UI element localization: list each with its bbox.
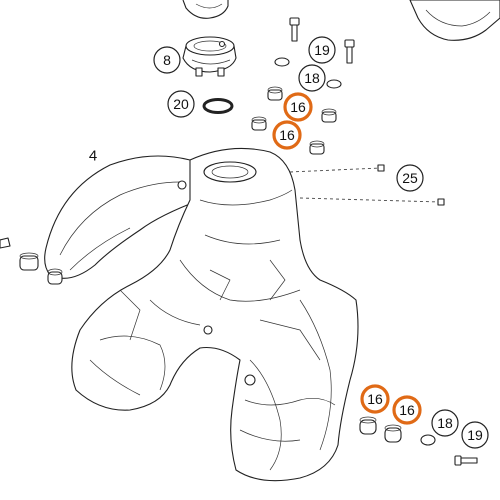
callout-label-25: 25 (402, 170, 418, 186)
top-hardware-group (251, 17, 355, 155)
callout-16-bottom-b: 16 (392, 395, 422, 425)
top-right-part (409, 0, 500, 41)
bottom-hardware-group (359, 416, 478, 466)
bottom-grommet-1 (359, 416, 377, 435)
left-grommet-2 (47, 268, 63, 285)
tank-mount-hole-1 (177, 180, 187, 190)
bushing-3 (251, 116, 267, 131)
bottom-grommet-2 (384, 424, 402, 443)
top-cap-part (182, 0, 229, 19)
fuel-tank (44, 147, 359, 482)
callout-label-4: 4 (89, 148, 97, 165)
o-ring (202, 98, 234, 114)
bolt-top-left (289, 17, 300, 42)
callout-16-top-a: 16 (283, 92, 313, 122)
bottom-washer (420, 434, 436, 446)
callout-label-16-bottom-a: 16 (367, 391, 383, 407)
left-grommet-1 (19, 252, 39, 271)
callout-label-18-bottom: 18 (437, 415, 453, 431)
callout-label-19-bottom: 19 (467, 427, 483, 443)
bushing-2 (321, 108, 337, 123)
callout-label-19-top: 19 (314, 42, 330, 58)
tank-mount-hole-2 (203, 325, 213, 335)
callout-8: 8 (153, 46, 181, 74)
callout-4: 4 (89, 148, 97, 165)
callout-label-16-top-b: 16 (279, 127, 295, 143)
screw-25-upper (377, 164, 385, 172)
callout-19-top: 19 (308, 36, 336, 64)
callout-label-16-bottom-b: 16 (399, 402, 415, 418)
callout-20: 20 (167, 90, 195, 118)
filler-cap-ring (182, 36, 237, 77)
callout-label-18-top: 18 (304, 70, 320, 86)
washer-2 (326, 79, 342, 89)
tank-mount-hole-3 (244, 374, 256, 386)
callout-label-8: 8 (163, 52, 171, 68)
callout-18-top: 18 (298, 64, 326, 92)
bolt-top-right (344, 39, 355, 64)
callout-16-bottom-a: 16 (360, 384, 390, 414)
screw-25-lower (437, 198, 445, 206)
callout-25: 25 (396, 164, 424, 192)
callout-label-20: 20 (173, 96, 189, 112)
left-hardware-group (0, 237, 63, 285)
bottom-bolt (454, 455, 478, 466)
bushing-1 (267, 86, 283, 101)
washer-1 (274, 57, 290, 67)
callout-19-bottom: 19 (461, 421, 489, 449)
callout-18-bottom: 18 (431, 409, 459, 437)
callout-label-16-top-a: 16 (290, 99, 306, 115)
bushing-4 (309, 140, 325, 155)
screw-group-25 (289, 164, 445, 206)
callout-16-top-b: 16 (272, 120, 302, 150)
